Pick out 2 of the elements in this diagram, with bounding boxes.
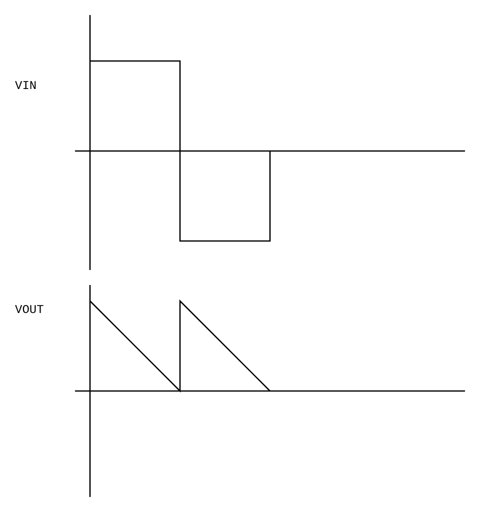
signal-label: VOUT [15, 303, 44, 317]
signal-label: VIN [15, 79, 37, 93]
